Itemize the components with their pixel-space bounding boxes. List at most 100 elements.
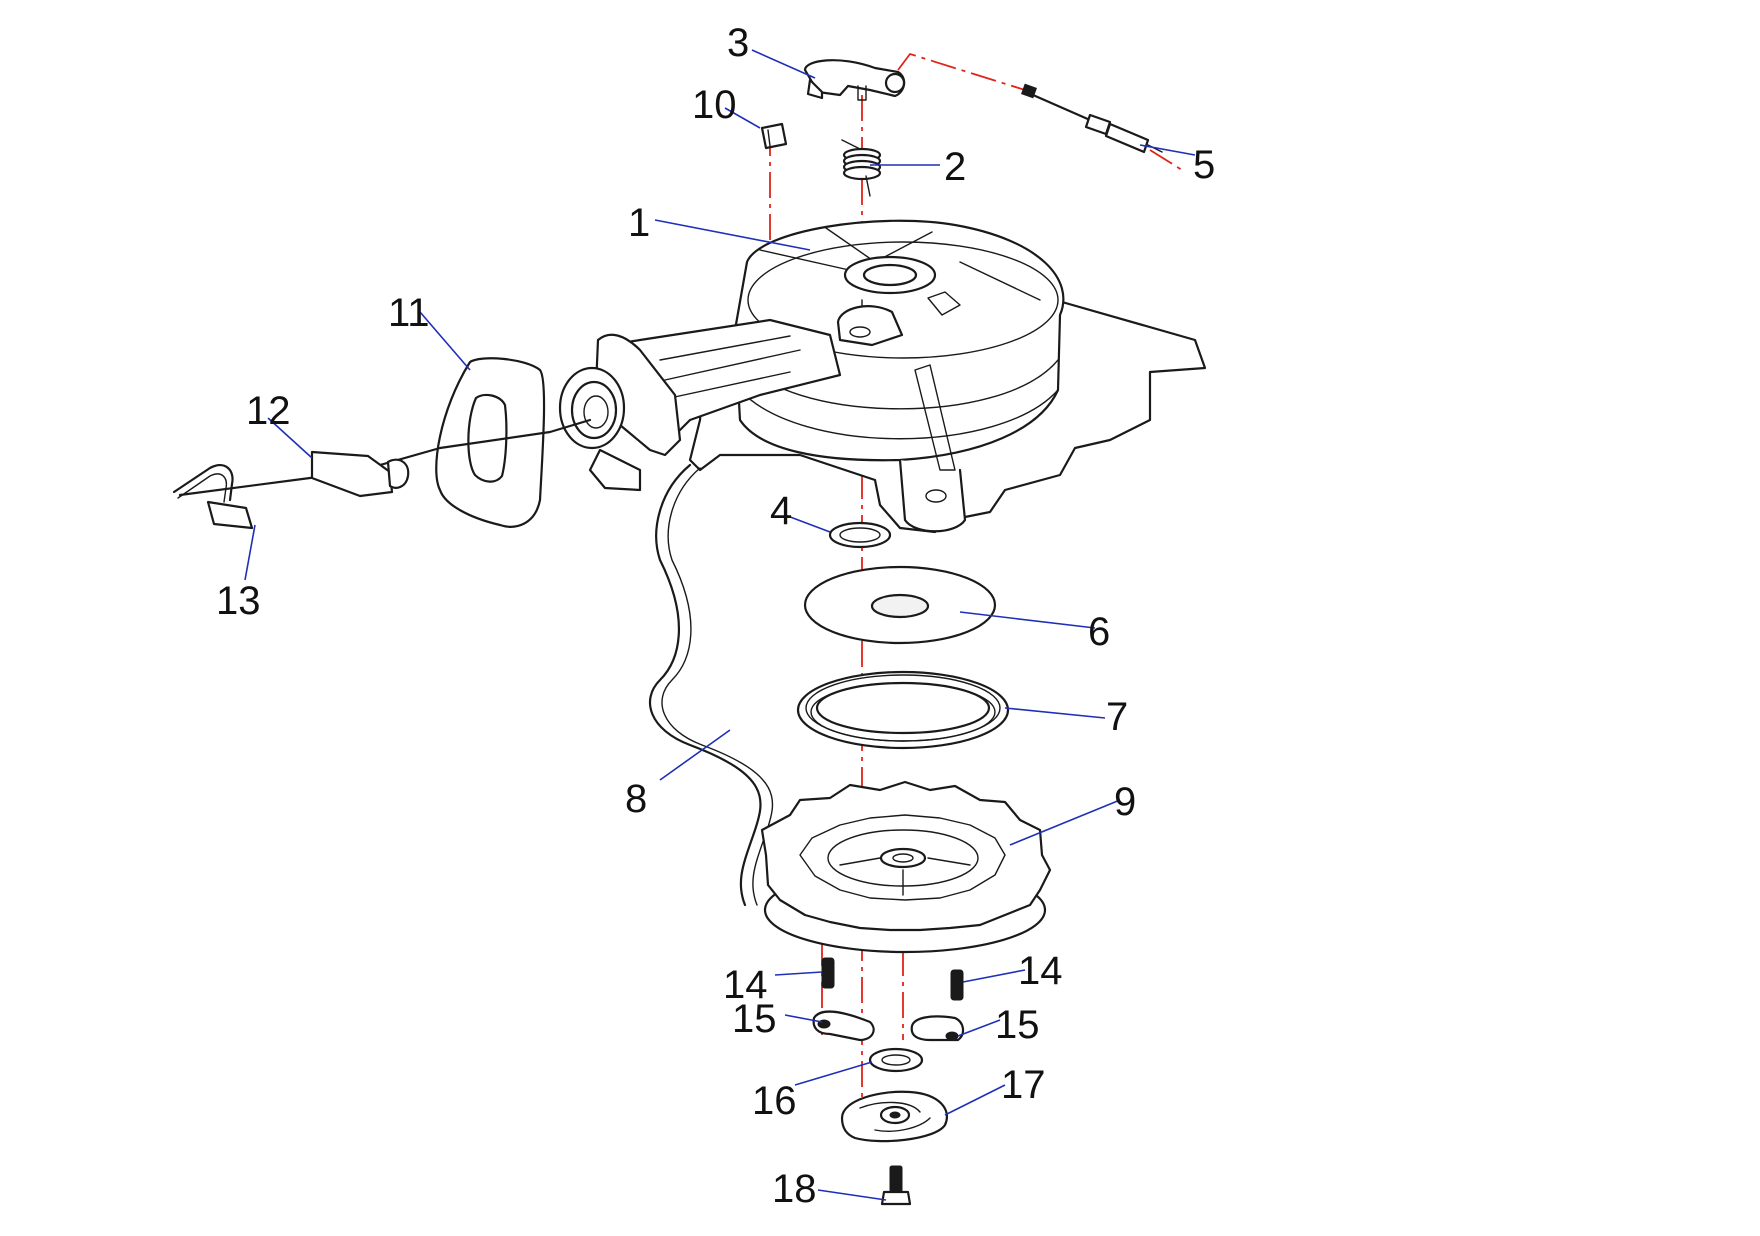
rope-bushing-inner — [583, 395, 609, 429]
leader-9 — [1009, 799, 1121, 846]
reel-spoke-a — [839, 857, 881, 866]
callout-6: 6 — [1088, 610, 1110, 654]
hook-wire-edge — [177, 473, 228, 503]
callout-labels: 1 2 3 4 5 6 7 8 9 10 11 12 13 14 14 15 1… — [216, 21, 1215, 1211]
leader-13 — [244, 524, 256, 581]
leader-17 — [944, 1084, 1006, 1116]
callout-11: 11 — [388, 291, 430, 335]
lever-body — [803, 59, 906, 98]
leader-6 — [959, 611, 1096, 629]
cable-end-axis — [1149, 149, 1183, 171]
cable-nut — [1084, 113, 1112, 136]
drum-band-2 — [739, 389, 1059, 440]
cable-axis — [897, 52, 1026, 91]
guide-arm-rib-c — [669, 371, 791, 399]
leader-10 — [724, 107, 761, 129]
leader-lines — [244, 49, 1196, 1201]
leader-3 — [751, 49, 816, 79]
part-11-handle-grip — [435, 357, 546, 528]
callout-14a: 14 — [723, 963, 768, 1007]
part-9-pulley-reel — [760, 780, 1052, 954]
ratchet-cam-b — [874, 1117, 931, 1132]
screw-thread — [889, 1165, 903, 1193]
pawl-spring-right — [950, 969, 964, 1001]
callout-5: 5 — [1193, 143, 1215, 187]
callout-15a: 15 — [732, 997, 777, 1041]
housing-hub-inner — [862, 263, 918, 287]
rope-guide-bracket — [593, 333, 682, 457]
reel-inner-ring — [799, 814, 1006, 901]
leader-15a — [784, 1014, 823, 1023]
spring-coil-4 — [842, 165, 882, 181]
drum-spoke-c — [959, 261, 1041, 301]
housing-boss-hole — [849, 326, 871, 338]
washer-plate-hole — [870, 593, 930, 619]
callout-14b: 14 — [1018, 949, 1063, 993]
rope-main — [178, 418, 592, 497]
lever-foot — [806, 78, 824, 100]
part-3-lever — [803, 59, 906, 101]
leader-8 — [659, 729, 731, 781]
part-6-washer-plate — [803, 565, 997, 645]
part-5-cable — [1021, 83, 1163, 154]
leader-5 — [1139, 144, 1196, 156]
foot-hole — [925, 489, 947, 503]
lever-eye — [884, 72, 906, 94]
rope-run-edge — [661, 467, 774, 906]
pawl-left — [812, 1010, 875, 1042]
ratchet-cam-a — [859, 1101, 921, 1113]
hook-block — [206, 500, 254, 530]
reel-hub-hole — [892, 853, 914, 863]
washer-inner — [881, 1054, 911, 1066]
callout-12: 12 — [246, 389, 291, 433]
leader-14a — [774, 971, 823, 976]
pawl-spring-left — [821, 957, 835, 989]
leader-14b — [962, 969, 1026, 983]
part-15-pawls — [812, 1010, 965, 1042]
part-1-starter-housing — [558, 219, 1207, 534]
callout-3: 3 — [727, 21, 749, 65]
guide-arm-rib-a — [659, 335, 791, 361]
leader-11 — [419, 311, 471, 371]
rope-guide-plate — [588, 448, 642, 492]
cable-sleeve — [1104, 122, 1150, 154]
grip-inner — [467, 393, 508, 483]
housing-foot — [898, 458, 967, 533]
callout-15b: 15 — [995, 1003, 1040, 1047]
screw-head — [880, 1190, 912, 1206]
leader-4 — [784, 514, 831, 533]
ratchet-hub-hole — [889, 1111, 901, 1119]
housing-tab — [927, 291, 961, 316]
leader-18 — [817, 1189, 887, 1201]
leader-7 — [1004, 707, 1106, 719]
callout-17: 17 — [1001, 1063, 1046, 1107]
housing-boss — [836, 305, 904, 347]
callout-16: 16 — [752, 1079, 797, 1123]
snap-ring-inner — [839, 527, 881, 543]
callout-13: 13 — [216, 579, 261, 623]
part-17-ratchet-plate — [840, 1090, 948, 1143]
leader-15b — [957, 1019, 1001, 1037]
callout-7: 7 — [1106, 695, 1128, 739]
cable-wire — [1031, 93, 1092, 122]
rope-run — [648, 463, 762, 907]
guide-arm-rib-b — [664, 349, 801, 381]
callout-10: 10 — [692, 83, 737, 127]
housing-rib — [914, 364, 956, 471]
holder-knob — [386, 458, 410, 489]
callout-18: 18 — [772, 1167, 817, 1211]
leader-1 — [654, 219, 811, 251]
leader-16 — [794, 1061, 873, 1086]
lever-post — [857, 85, 867, 101]
clip-slot — [767, 129, 771, 147]
part-10-clip — [760, 122, 788, 150]
pawl-right-pin — [945, 1031, 959, 1041]
callout-9: 9 — [1114, 780, 1136, 824]
part-18-screw — [880, 1165, 912, 1206]
leader-12 — [267, 417, 313, 459]
callout-2: 2 — [944, 145, 966, 189]
part-4-snap-ring — [828, 521, 892, 549]
part-2-torsion-spring — [841, 139, 882, 197]
spring-ring-core — [815, 681, 991, 735]
